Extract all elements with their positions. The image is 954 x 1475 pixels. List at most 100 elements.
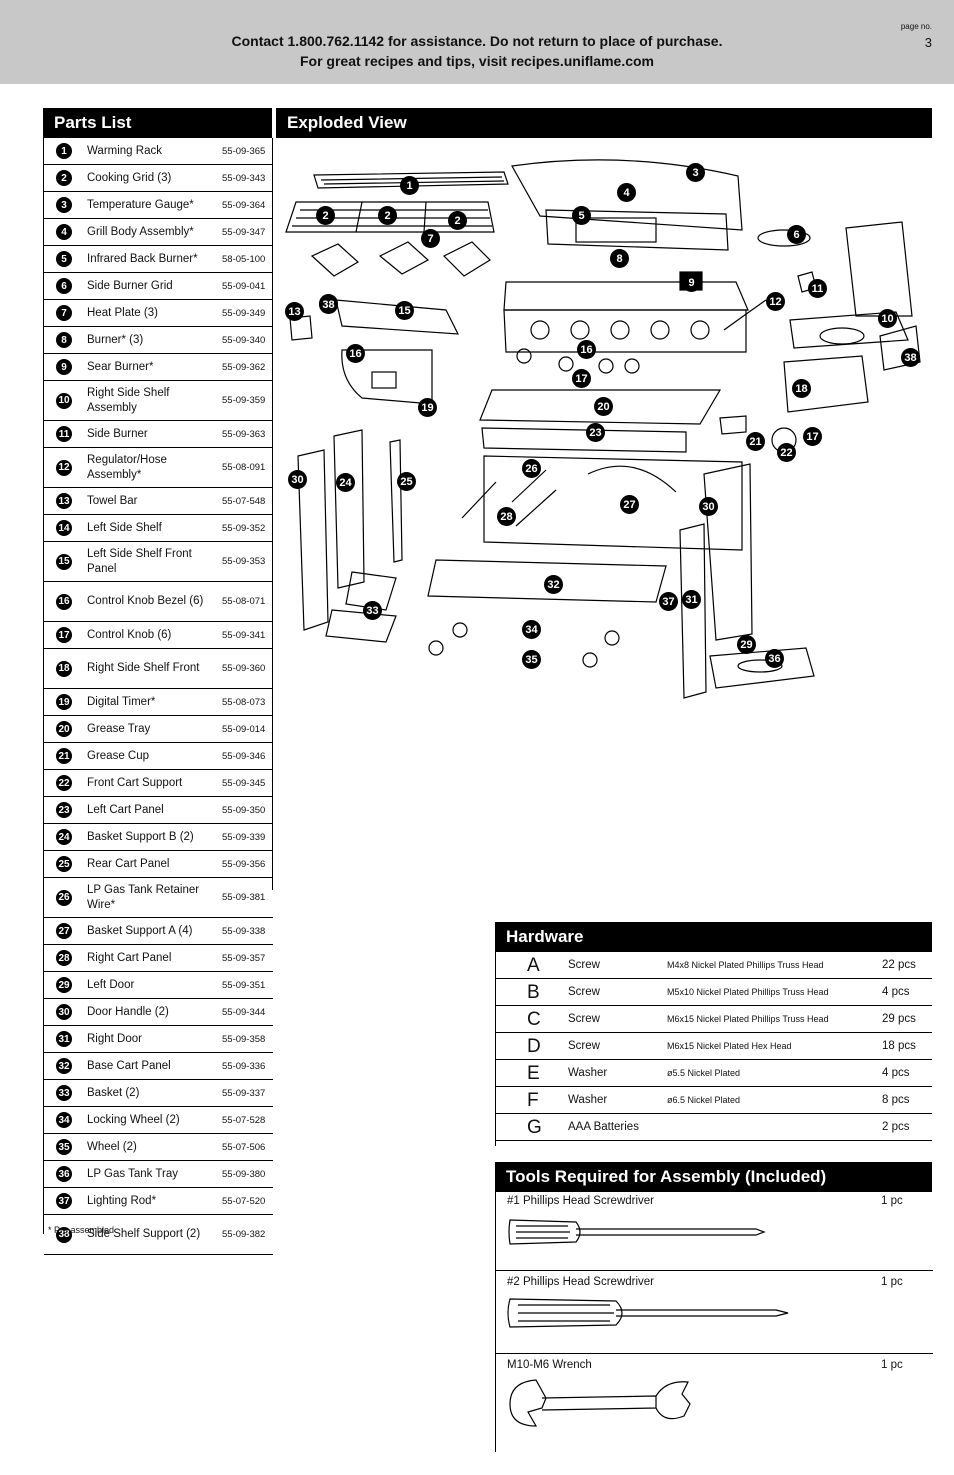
hardware-qty: 8 pcs xyxy=(882,1094,910,1106)
part-number: 34 xyxy=(56,1112,72,1128)
part-number: 30 xyxy=(56,1004,72,1020)
parts-list-divider xyxy=(272,138,273,890)
diagram-callout: 10 xyxy=(878,309,897,328)
diagram-callout: 3 xyxy=(686,163,705,182)
part-code: 55-09-353 xyxy=(222,556,266,567)
part-name: Basket Support B (2) xyxy=(87,830,194,843)
hardware-description: M5x10 Nickel Plated Phillips Truss Head xyxy=(667,987,829,997)
part-number: 4 xyxy=(56,224,72,240)
tool-name: #1 Phillips Head Screwdriver xyxy=(507,1195,655,1207)
part-name: Control Knob Bezel (6) xyxy=(87,595,204,607)
diagram-callout: 16 xyxy=(346,344,365,363)
part-code: 55-09-363 xyxy=(222,428,266,440)
tool-name: M10-M6 Wrench xyxy=(507,1359,592,1371)
heat-plate-drawing xyxy=(310,241,491,277)
part-name: Sear Burner* xyxy=(87,360,154,373)
page-number: 3 xyxy=(924,35,932,50)
part-code: 55-09-339 xyxy=(222,831,266,843)
hardware-letter: G xyxy=(527,1117,542,1138)
diagram-callout: 28 xyxy=(497,507,516,526)
diagram-callout: 4 xyxy=(617,183,636,202)
part-name: Side Shelf Support (2) xyxy=(87,1228,201,1240)
part-name: Right Side Shelf Front xyxy=(87,662,200,674)
part-code: 55-09-347 xyxy=(222,226,266,238)
part-number: 17 xyxy=(56,627,72,643)
part-code: 55-08-071 xyxy=(222,596,266,607)
part-number: 38 xyxy=(56,1226,72,1243)
hardware-letter: C xyxy=(527,1009,541,1030)
part-number: 7 xyxy=(56,305,72,321)
recipes-line: For great recipes and tips, visit recipe… xyxy=(299,53,654,69)
part-name: Cooking Grid (3) xyxy=(87,171,172,184)
part-number: 22 xyxy=(56,775,72,791)
part-code: 55-09-381 xyxy=(222,892,266,903)
part-number: 33 xyxy=(56,1085,72,1101)
diagram-callout: 34 xyxy=(522,620,541,639)
pre-assembled-footnote: * Pre assembled xyxy=(48,1225,115,1235)
part-number: 8 xyxy=(56,332,72,348)
part-number: 25 xyxy=(56,856,72,872)
diagram-callout: 22 xyxy=(777,443,796,462)
tool-qty: 1 pc xyxy=(881,1359,903,1371)
cart-panels-drawing xyxy=(297,429,815,699)
part-number: 19 xyxy=(56,694,72,710)
diagram-callout: 25 xyxy=(397,472,416,491)
screwdriver-icon xyxy=(507,1298,789,1328)
diagram-callout: 35 xyxy=(522,650,541,669)
diagram-callout: 1 xyxy=(400,176,419,195)
hardware-description: M6x15 Nickel Plated Hex Head xyxy=(667,1041,792,1051)
hardware-qty: 2 pcs xyxy=(882,1121,910,1133)
part-number: 23 xyxy=(56,802,72,818)
part-name: Grill Body Assembly* xyxy=(87,225,194,238)
part-code: 55-08-073 xyxy=(222,696,266,708)
diagram-callout: 36 xyxy=(765,649,784,668)
part-name: Regulator/Hose Assembly* xyxy=(87,453,167,481)
part-code: 55-09-344 xyxy=(222,1006,266,1018)
part-name: Control Knob (6) xyxy=(87,628,172,641)
part-name: Left Cart Panel xyxy=(87,803,164,816)
diagram-callout: 17 xyxy=(803,427,822,446)
part-code: 55-09-041 xyxy=(222,280,266,292)
parts-list-title: Parts List xyxy=(43,108,272,138)
hardware-letter: E xyxy=(527,1063,540,1084)
diagram-callout: 24 xyxy=(336,473,355,492)
part-code: 55-07-520 xyxy=(222,1195,266,1207)
part-number: 18 xyxy=(56,660,72,677)
hardware-letter: D xyxy=(527,1036,541,1057)
part-code: 55-07-528 xyxy=(222,1114,266,1126)
part-number: 37 xyxy=(56,1193,72,1209)
part-code: 55-09-365 xyxy=(222,145,266,157)
diagram-callout: 38 xyxy=(901,348,920,367)
part-name: Left Side Shelf xyxy=(87,521,162,534)
part-code: 55-09-358 xyxy=(222,1033,266,1045)
left-shelf-drawing xyxy=(289,299,460,405)
part-number: 29 xyxy=(56,977,72,993)
diagram-callout: 30 xyxy=(699,497,718,516)
diagram-callout: 11 xyxy=(808,279,827,298)
hardware-title: Hardware xyxy=(495,922,932,952)
part-code: 55-09-345 xyxy=(222,777,266,789)
hardware-type: Washer xyxy=(568,1094,608,1106)
part-name: Temperature Gauge* xyxy=(87,198,194,211)
hardware-description: M6x15 Nickel Plated Phillips Truss Head xyxy=(667,1014,829,1024)
part-name: Basket Support A (4) xyxy=(87,924,193,937)
part-code: 55-07-548 xyxy=(222,495,266,507)
diagram-callout: 2 xyxy=(378,206,397,225)
part-name: Grease Tray xyxy=(87,722,151,735)
part-number: 31 xyxy=(56,1031,72,1047)
hardware-divider xyxy=(495,952,496,1146)
